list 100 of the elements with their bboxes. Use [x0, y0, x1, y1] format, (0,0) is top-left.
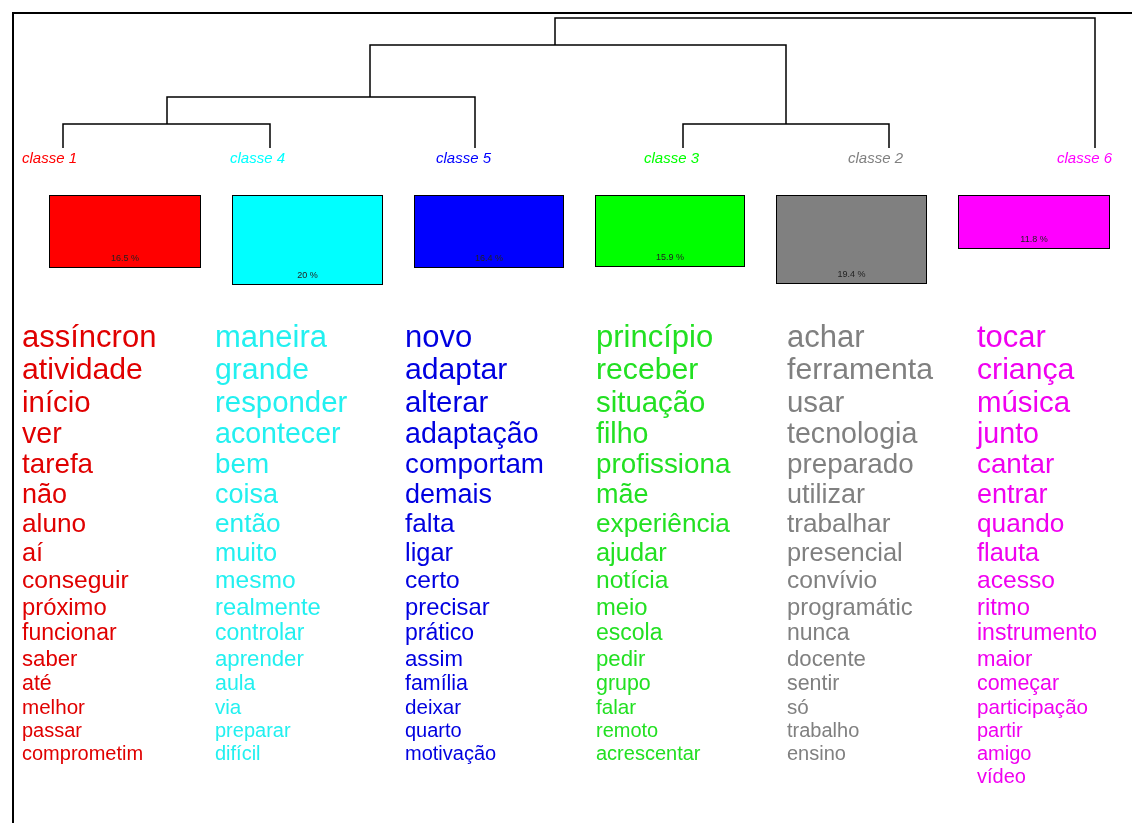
word-label: programátic	[787, 595, 914, 619]
class-bar	[232, 195, 383, 285]
word-label: aprender	[215, 648, 305, 670]
word-label: quando	[977, 511, 1066, 537]
class-bar	[958, 195, 1110, 249]
word-label: instrumento	[977, 622, 1098, 645]
word-label: profissiona	[596, 451, 731, 478]
word-label: entrar	[977, 481, 1049, 508]
word-label: bem	[215, 451, 271, 478]
word-label: maior	[977, 648, 1034, 670]
word-label: passar	[22, 721, 84, 741]
word-label: prático	[405, 622, 475, 645]
word-label: novo	[405, 322, 474, 352]
class-label: classe 6	[1057, 149, 1113, 166]
class-label: classe 4	[230, 149, 286, 166]
word-label: tarefa	[22, 451, 95, 478]
class-label: classe 1	[22, 149, 78, 166]
class-label: classe 3	[644, 149, 700, 166]
class-label: classe 5	[436, 149, 492, 166]
word-label: trabalho	[787, 721, 861, 741]
word-label: criança	[977, 355, 1076, 385]
word-label: mãe	[596, 481, 649, 508]
word-label: convívio	[787, 568, 879, 592]
class-label: classe 2	[848, 149, 904, 166]
word-label: flauta	[977, 540, 1041, 565]
word-label: demais	[405, 481, 493, 508]
word-label: acrescentar	[596, 744, 702, 764]
word-label: ver	[22, 420, 63, 448]
word-label: acontecer	[215, 420, 341, 448]
word-label: assim	[405, 648, 464, 670]
word-label: comprometim	[22, 744, 145, 764]
word-label: trabalhar	[787, 511, 892, 537]
word-label: vídeo	[977, 767, 1027, 787]
word-label: tocar	[977, 322, 1047, 352]
word-label: cantar	[977, 451, 1056, 478]
word-label: aula	[215, 673, 257, 694]
word-label: ligar	[405, 540, 454, 565]
class-bar	[776, 195, 927, 284]
percentage-label: 16.5 %	[111, 253, 139, 263]
percentage-label: 16.4 %	[475, 253, 503, 263]
word-label: ajudar	[596, 540, 668, 565]
word-label: difícil	[215, 744, 262, 764]
word-label: aluno	[22, 511, 88, 537]
word-label: amigo	[977, 744, 1033, 764]
word-label: preparado	[787, 451, 914, 478]
word-label: achar	[787, 322, 866, 352]
word-label: situação	[596, 388, 707, 417]
word-label: nunca	[787, 622, 850, 645]
word-label: certo	[405, 568, 461, 592]
word-label: maneira	[215, 322, 328, 352]
word-label: aí	[22, 540, 45, 565]
word-label: início	[22, 388, 92, 417]
percentage-label: 15.9 %	[656, 252, 684, 262]
word-label: deixar	[405, 697, 463, 718]
word-label: não	[22, 481, 69, 508]
word-label: muito	[215, 540, 279, 565]
word-label: família	[405, 673, 469, 694]
word-label: via	[215, 697, 243, 718]
word-label: grande	[215, 355, 310, 385]
word-label: responder	[215, 388, 348, 417]
word-label: ferramenta	[787, 355, 933, 385]
word-label: escola	[596, 622, 664, 645]
word-label: docente	[787, 648, 867, 670]
word-label: então	[215, 511, 282, 537]
word-label: filho	[596, 420, 649, 448]
word-label: acesso	[977, 568, 1056, 592]
word-label: notícia	[596, 568, 670, 592]
word-label: meio	[596, 595, 649, 619]
word-label: ritmo	[977, 595, 1031, 619]
word-label: assíncron	[22, 322, 157, 352]
word-label: preparar	[215, 721, 292, 741]
word-label: motivação	[405, 744, 498, 764]
word-label: participação	[977, 697, 1090, 718]
word-label: partir	[977, 721, 1024, 741]
word-label: grupo	[596, 673, 652, 694]
word-label: ensino	[787, 744, 847, 764]
word-label: alterar	[405, 388, 490, 417]
word-label: precisar	[405, 595, 491, 619]
word-label: receber	[596, 355, 699, 385]
word-label: começar	[977, 673, 1061, 694]
word-label: até	[22, 673, 53, 694]
percentage-label: 11.8 %	[1020, 234, 1048, 244]
word-label: princípio	[596, 322, 715, 352]
word-label: adaptação	[405, 420, 540, 448]
percentage-label: 20 %	[297, 270, 318, 280]
word-label: experiência	[596, 511, 731, 537]
word-label: quarto	[405, 721, 463, 741]
word-label: junto	[977, 420, 1040, 448]
word-label: falta	[405, 511, 456, 537]
word-label: coisa	[215, 481, 280, 508]
class-bar	[595, 195, 745, 267]
word-label: sentir	[787, 673, 841, 694]
word-label: saber	[22, 648, 79, 670]
word-label: comportam	[405, 451, 545, 478]
word-label: usar	[787, 388, 846, 417]
word-label: pedir	[596, 648, 647, 670]
word-label: remoto	[596, 721, 660, 741]
word-label: tecnologia	[787, 420, 919, 448]
word-label: melhor	[22, 697, 86, 718]
word-label: atividade	[22, 355, 144, 385]
